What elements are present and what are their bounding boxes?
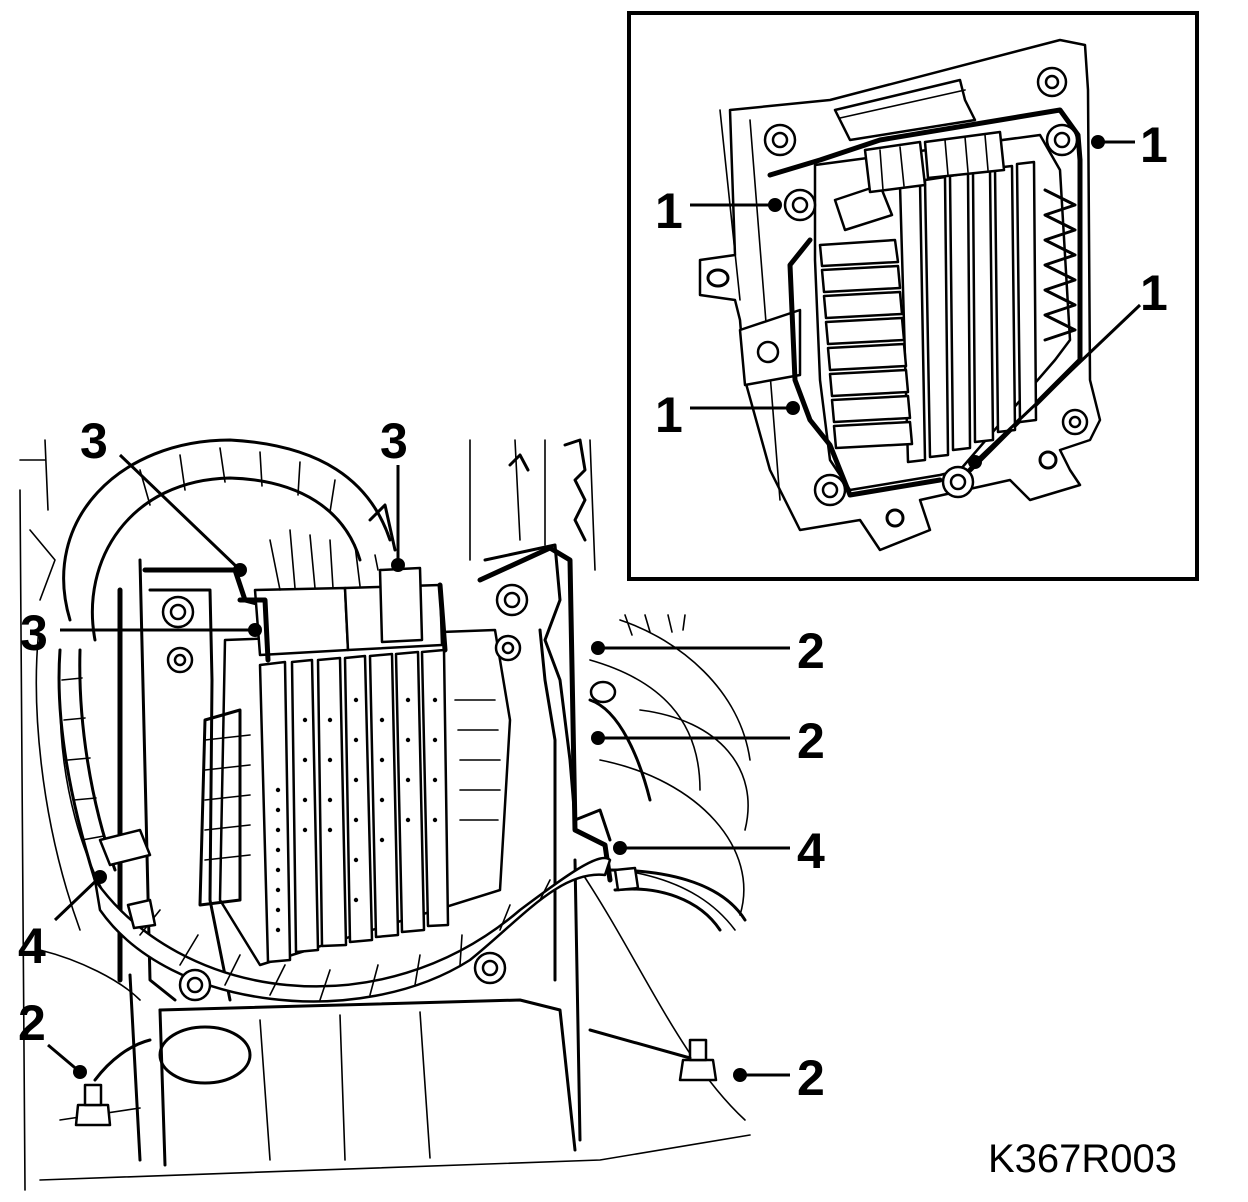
bolt-icon [941, 465, 975, 499]
fin-perforations [275, 697, 438, 933]
callouts-inset: 1 1 1 1 [655, 117, 1168, 469]
inset-view: 1 1 1 1 [627, 11, 1199, 581]
wiring-harness [57, 648, 747, 1003]
callout-label: 3 [80, 413, 108, 469]
air-duct [62, 438, 392, 642]
bolt-icon [783, 188, 817, 222]
callout-label: 2 [18, 995, 46, 1051]
callouts-main: 3 3 3 2 2 4 4 2 2 [18, 413, 825, 1106]
callout-label: 2 [797, 623, 825, 679]
stud-bolt-icon [678, 1038, 718, 1082]
bolt-icon [178, 968, 212, 1002]
callout-label: 2 [797, 1050, 825, 1106]
callout-label: 2 [797, 713, 825, 769]
control-unit-bracket [117, 543, 613, 1167]
inset-control-unit [767, 107, 1083, 498]
callout-label: 1 [1140, 117, 1168, 173]
stud-bolt-icon [74, 1083, 112, 1127]
bolt-icon [1045, 123, 1079, 157]
callout-label: 1 [1140, 265, 1168, 321]
bolt-icon [494, 634, 522, 662]
figure-code: K367R003 [988, 1137, 1177, 1181]
bolt-icon [166, 646, 194, 674]
cooling-fins [258, 648, 450, 964]
inset-bolts [763, 66, 1089, 507]
vehicle-structure [19, 438, 751, 1191]
main-control-unit [198, 628, 512, 967]
bolt-icon [763, 123, 797, 157]
callout-label: 4 [18, 918, 46, 974]
bolt-icon [1036, 66, 1068, 98]
callout-label: 1 [655, 183, 683, 239]
callout-label: 4 [797, 823, 825, 879]
main-view: 3 3 3 2 2 4 4 2 2 [18, 413, 825, 1191]
bolt-icon [1061, 408, 1089, 436]
callout-label: 1 [655, 387, 683, 443]
callout-label: 3 [20, 605, 48, 661]
bolt-icon [473, 951, 507, 985]
bolt-icon [813, 473, 847, 507]
connectors [237, 503, 448, 663]
bolt-icon [161, 595, 195, 629]
callout-label: 3 [380, 413, 408, 469]
bolt-icon [495, 583, 529, 617]
